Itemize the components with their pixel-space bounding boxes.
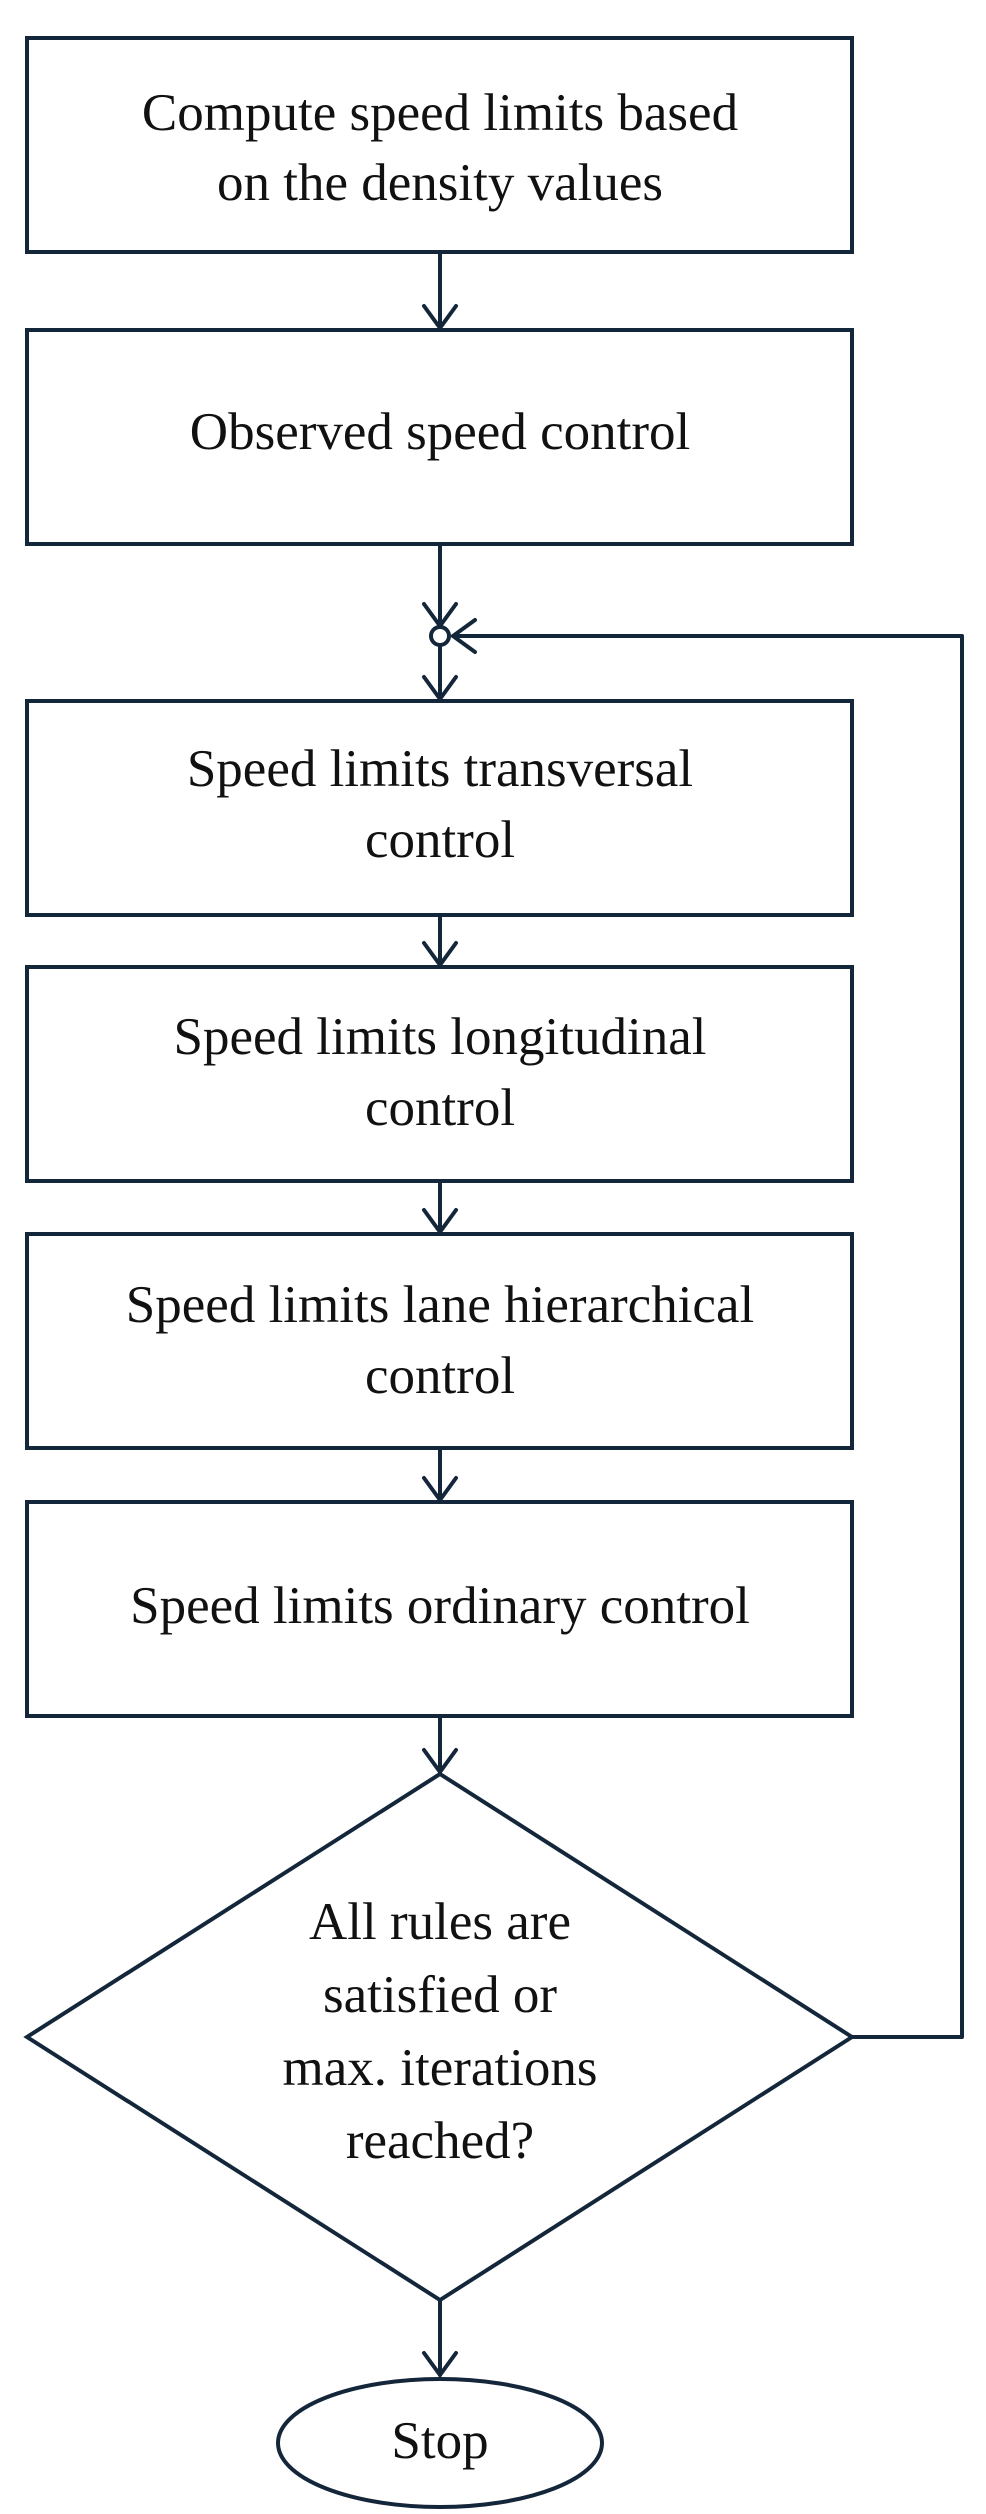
decision-diamond: [23, 1771, 856, 2303]
terminal-label: Stop: [391, 2412, 488, 2470]
step-box: [25, 36, 854, 254]
arrow-connector: [422, 1446, 458, 1502]
decision-label-line-3: max. iterations: [283, 2039, 598, 2097]
decision-label-line-2: satisfied or: [323, 1966, 557, 2024]
terminal-ellipse: [276, 2377, 604, 2509]
loop-back-connector: [451, 618, 964, 2039]
arrow-connector: [422, 2298, 458, 2377]
step-lane-hierarchical-control: Speed limits lane hierarchical control: [25, 1232, 854, 1450]
step-label-line-1: Speed limits transversal: [187, 740, 693, 798]
step-label-line-1: Speed limits longitudinal: [174, 1008, 707, 1066]
step-label-line-2: control: [365, 811, 515, 869]
step-box: [25, 699, 854, 917]
step-label-line-2: control: [365, 1347, 515, 1405]
arrow-connector: [422, 1714, 458, 1774]
arrow-connector: [422, 913, 458, 967]
step-label-line-2: control: [365, 1079, 515, 1137]
terminal-stop: Stop: [276, 2377, 604, 2509]
step-longitudinal-control: Speed limits longitudinal control: [25, 965, 854, 1183]
step-label-line-1: Observed speed control: [190, 403, 690, 461]
junction-node: [429, 625, 451, 647]
step-ordinary-control: Speed limits ordinary control: [25, 1500, 854, 1718]
step-box: [25, 1232, 854, 1450]
step-label-line-1: Compute speed limits based: [142, 84, 738, 142]
step-label-line-2: on the density values: [217, 154, 663, 212]
step-box: [25, 965, 854, 1183]
step-label-line-1: Speed limits ordinary control: [130, 1577, 750, 1635]
step-box: [25, 1500, 854, 1718]
decision-label-line-4: reached?: [346, 2112, 534, 2170]
step-observed-speed-control: Observed speed control: [25, 328, 854, 546]
step-compute-speed-limits: Compute speed limits based on the densit…: [25, 36, 854, 254]
step-transversal-control: Speed limits transversal control: [25, 699, 854, 917]
step-label-line-1: Speed limits lane hierarchical: [126, 1276, 754, 1334]
arrow-connector: [422, 542, 458, 628]
decision-label-line-1: All rules are: [309, 1893, 571, 1951]
arrow-connector: [422, 1179, 458, 1234]
arrow-connector: [422, 250, 458, 330]
decision-node: All rules are satisfied or max. iteratio…: [23, 1771, 856, 2303]
arrow-connector: [422, 643, 458, 701]
